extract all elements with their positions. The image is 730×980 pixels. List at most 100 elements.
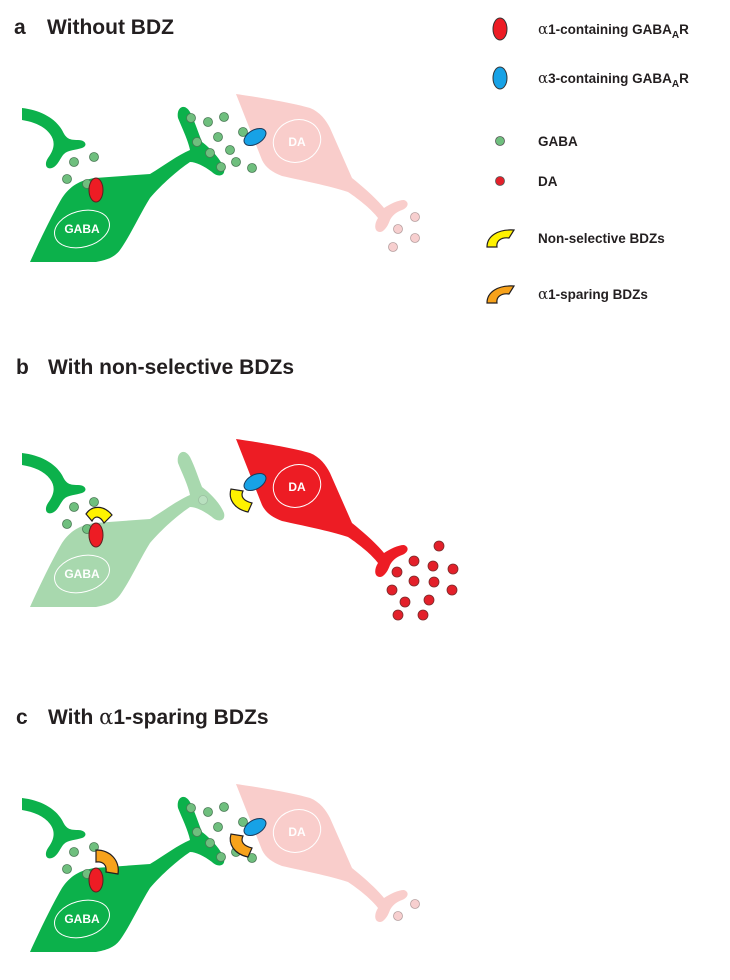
legend-item-alpha3-receptor: α3-containing GABAAR — [492, 66, 689, 90]
gaba-molecule — [213, 132, 223, 142]
alpha-symbol: α — [538, 69, 548, 87]
gaba-neuron-label: GABA — [64, 222, 100, 236]
label-end: R — [679, 22, 689, 37]
legend-item-nonselective-bdz: Non-selective BDZs — [486, 229, 665, 248]
da-molecule — [433, 540, 445, 552]
alpha1-sparing-bdz-icon — [486, 285, 516, 304]
da-molecule — [427, 560, 439, 572]
gaba-molecule — [198, 495, 208, 505]
alpha-symbol: α — [538, 20, 548, 38]
legend-item-da: DA — [495, 174, 558, 189]
alpha1-receptor-icon — [492, 17, 508, 41]
da-molecule — [391, 566, 403, 578]
legend: α1-containing GABAAR α3-containing GABAAR… — [486, 17, 689, 304]
label-subscript: A — [672, 30, 679, 41]
panel-b-title: b With non-selective BDZs — [16, 356, 294, 379]
da-molecule — [388, 242, 398, 252]
gaba-molecule — [203, 807, 213, 817]
panel-a-title-text: Without BDZ — [47, 16, 174, 39]
gaba-molecule — [89, 842, 99, 852]
da-neuron-label: DA — [288, 480, 306, 494]
panel-c-title-text: 1-sparing BDZs — [113, 706, 268, 729]
gaba-neuron — [30, 796, 225, 952]
gaba-molecule — [216, 852, 226, 862]
alpha3-receptor-icon — [492, 66, 508, 90]
bdz-at-alpha1-site — [85, 506, 113, 524]
gaba-molecule — [186, 113, 196, 123]
da-molecule — [393, 911, 403, 921]
gaba-neuron-label: GABA — [64, 912, 100, 926]
da-molecule — [410, 899, 420, 909]
panel-c-diagram: GABA DA — [22, 784, 420, 952]
bdz-at-alpha3-site — [229, 833, 253, 858]
label-text: 1-sparing BDZs — [548, 287, 648, 302]
svg-text:With α1-sparing BDZs: With α1-sparing BDZs — [48, 705, 269, 729]
panel-c-title: c With α1-sparing BDZs — [16, 705, 269, 729]
panel-c-title-alpha: α — [99, 705, 113, 729]
gaba-molecule — [216, 162, 226, 172]
presynaptic-gaba-terminal — [22, 108, 86, 169]
alpha1-receptor — [88, 177, 104, 203]
alpha3-receptor — [243, 127, 267, 147]
gaba-molecule — [238, 127, 248, 137]
gaba-molecule — [247, 853, 257, 863]
da-nucleus — [272, 464, 322, 508]
gaba-molecule — [89, 497, 99, 507]
gaba-molecule — [62, 519, 72, 529]
label-text: DA — [538, 174, 558, 189]
gaba-molecule — [69, 157, 79, 167]
gaba-molecule — [213, 822, 223, 832]
legend-item-gaba: GABA — [495, 134, 578, 149]
presynaptic-gaba-terminal — [22, 798, 86, 859]
gaba-icon — [495, 136, 505, 146]
panel-a-letter: a — [14, 16, 26, 39]
da-neuron-label: DA — [288, 825, 306, 839]
gaba-molecule — [247, 163, 257, 173]
gaba-molecule — [186, 803, 196, 813]
label-text: Non-selective BDZs — [538, 231, 665, 246]
gaba-molecule — [205, 838, 215, 848]
da-molecule — [447, 563, 459, 575]
da-molecule — [386, 584, 398, 596]
alpha1-receptor — [88, 867, 104, 893]
da-molecule — [410, 233, 420, 243]
legend-item-alpha1-receptor: α1-containing GABAAR — [492, 17, 689, 41]
gaba-molecule — [238, 817, 248, 827]
label-text: GABA — [538, 134, 578, 149]
da-molecule — [410, 212, 420, 222]
da-neuron — [236, 94, 408, 232]
da-neuron-label: DA — [288, 135, 306, 149]
da-neuron — [236, 784, 408, 922]
gaba-molecule — [192, 137, 202, 147]
gaba-molecule — [231, 157, 241, 167]
alpha1-receptor — [88, 522, 104, 548]
gaba-neuron — [30, 106, 225, 263]
presynaptic-gaba-terminal — [22, 453, 86, 514]
gaba-molecule — [62, 174, 72, 184]
da-molecule — [408, 555, 420, 567]
gaba-molecule — [89, 152, 99, 162]
da-label: DA — [538, 174, 558, 189]
da-molecule — [428, 576, 440, 588]
da-nucleus — [272, 119, 322, 163]
nonselective-bdz-label: Non-selective BDZs — [538, 231, 665, 246]
gaba-neuron — [30, 451, 225, 607]
label-end: R — [679, 71, 689, 86]
gaba-molecule — [192, 827, 202, 837]
panel-a-diagram: GABA DA — [22, 94, 420, 263]
gaba-nucleus — [54, 209, 110, 249]
da-icon — [495, 176, 505, 186]
label-subscript: A — [672, 79, 679, 90]
gaba-molecule — [219, 802, 229, 812]
da-molecule — [393, 224, 403, 234]
panel-b-letter: b — [16, 356, 29, 379]
da-molecule — [399, 596, 411, 608]
alpha3-receptor-label: α3-containing GABAAR — [538, 69, 689, 90]
gaba-neuron-label: GABA — [64, 567, 100, 581]
alpha1-sparing-bdz-label: α1-sparing BDZs — [538, 285, 648, 303]
panel-c-letter: c — [16, 706, 28, 729]
gaba-molecule — [69, 847, 79, 857]
gaba-label: GABA — [538, 134, 578, 149]
da-molecule — [408, 575, 420, 587]
